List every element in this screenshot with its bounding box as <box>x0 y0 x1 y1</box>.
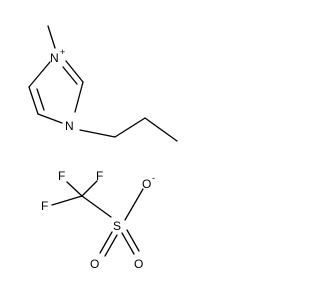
bond-c-s <box>81 195 112 218</box>
bond-c4-c5 <box>28 86 39 115</box>
bond-c-f-upper-right <box>81 180 98 197</box>
bond-n3-propyl-c1 <box>79 129 116 138</box>
atom-o-lower-left: O <box>90 257 99 271</box>
bond-s-o-lower-left-inner <box>104 234 118 257</box>
bond-n1-c2 <box>65 60 84 83</box>
bond-c-f-left <box>51 195 83 206</box>
bond-propyl-c1-c2 <box>114 117 146 138</box>
bond-n3-c4 <box>37 113 63 124</box>
atom-f-upper-right: F <box>96 169 103 183</box>
charge-n-methyl: + <box>60 47 65 57</box>
atom-n-propyl: N <box>65 119 74 133</box>
bond-n1-c2-inner <box>62 66 78 85</box>
bond-s-o-lower-left <box>99 231 113 254</box>
bond-c-f-upper-left <box>66 181 83 197</box>
atom-n-methyl: N <box>50 51 59 65</box>
bond-s-o-lower-right-inner <box>126 229 140 252</box>
bond-propyl-c2-c3 <box>144 117 178 142</box>
bond-s-o-anionic <box>124 188 144 221</box>
bond-c4-c5-inner <box>36 88 45 111</box>
atom-o-anionic: O <box>142 177 151 191</box>
bond-c5-n1 <box>28 61 51 88</box>
bond-s-o-lower-right <box>121 232 135 255</box>
chemical-structure-diagram: N + N F F F S O - O O <box>28 25 178 271</box>
structure-canvas: N + N F F F S O - O O <box>28 25 178 271</box>
triflate-anion: F F F S O - O O <box>41 169 155 271</box>
atom-o-lower-right: O <box>134 257 143 271</box>
atom-f-left: F <box>41 199 48 213</box>
bond-c2-n3 <box>74 81 84 113</box>
bond-methyl-n1 <box>47 25 56 49</box>
atom-sulfur: S <box>113 219 121 233</box>
imidazolium-cation: N + N <box>28 25 178 142</box>
charge-o-anionic: - <box>152 173 155 183</box>
atom-f-upper-left: F <box>58 169 65 183</box>
